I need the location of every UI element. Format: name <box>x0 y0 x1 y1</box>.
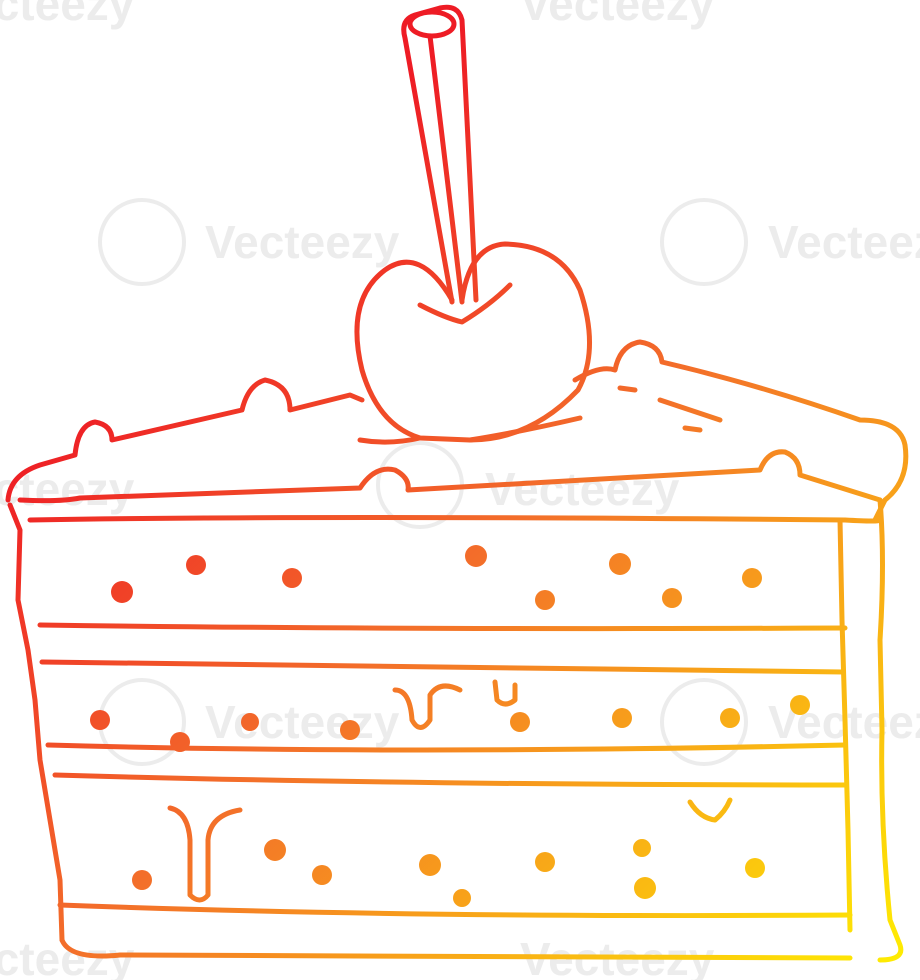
sprinkle <box>90 710 110 730</box>
watermark-text: Vecteezy <box>205 216 400 268</box>
sprinkle <box>742 568 762 588</box>
cake-layer-line-4 <box>45 742 848 753</box>
sprinkle <box>312 865 332 885</box>
sprinkle <box>612 708 632 728</box>
cake-icing-highlight <box>617 385 723 433</box>
cherry-dimple <box>417 282 513 325</box>
sprinkle <box>720 708 740 728</box>
sprinkle <box>510 712 530 732</box>
sprinkle <box>609 553 631 575</box>
cherry-stem <box>401 4 479 305</box>
sprinkle <box>535 852 555 872</box>
watermark-logo-icon <box>660 198 748 286</box>
sprinkle <box>111 581 133 603</box>
cherry-stem-top <box>407 9 457 39</box>
watermark-text: Vecteezy <box>0 463 135 515</box>
sprinkle <box>170 732 190 752</box>
watermark-logo-icon <box>660 678 748 766</box>
sprinkle <box>282 568 302 588</box>
cake-layer-line-6 <box>57 902 853 919</box>
sprinkle <box>535 590 555 610</box>
sprinkle <box>264 839 286 861</box>
sprinkle <box>633 839 651 857</box>
sprinkle <box>662 588 682 608</box>
sprinkle <box>132 870 152 890</box>
cake-layer-line-5 <box>52 772 848 788</box>
sprinkle <box>790 695 810 715</box>
icing-drip <box>687 797 733 823</box>
cake-layer-line-3 <box>39 659 846 675</box>
sprinkle <box>340 720 360 740</box>
sprinkle <box>745 858 765 878</box>
cake-layer-line-2 <box>37 622 848 632</box>
cake-icing-front-edge <box>17 449 883 504</box>
cake-top-back-edge <box>357 415 583 445</box>
cake-top-icing <box>5 339 909 523</box>
watermark-text: Vecteezy <box>485 463 680 515</box>
watermark-text: Vecteezy <box>768 216 920 268</box>
sprinkle <box>186 555 206 575</box>
sprinkle <box>453 889 471 907</box>
watermark-logo-icon <box>98 198 186 286</box>
watermark-text: Vecteezy <box>0 0 135 30</box>
cake-layer-line-1 <box>27 515 883 524</box>
cake-sprinkles <box>90 545 810 907</box>
sprinkle <box>465 545 487 567</box>
watermark-logo-icon <box>98 678 186 766</box>
icing-drip <box>392 683 463 730</box>
sprinkle <box>419 854 441 876</box>
watermark-text: Vecteezy <box>520 0 715 30</box>
cake-left-side <box>7 502 65 943</box>
cake-right-side-inner <box>837 517 853 933</box>
icing-drip <box>167 805 243 903</box>
sprinkle <box>241 713 259 731</box>
cake-bottom <box>59 937 853 961</box>
watermark-logo-icon <box>376 441 464 529</box>
cake-right-side <box>877 497 904 963</box>
cherry-stem-inner <box>427 33 465 305</box>
icing-drip <box>492 679 518 707</box>
sprinkle <box>634 877 656 899</box>
watermark-text: Vecteezy <box>205 696 400 748</box>
